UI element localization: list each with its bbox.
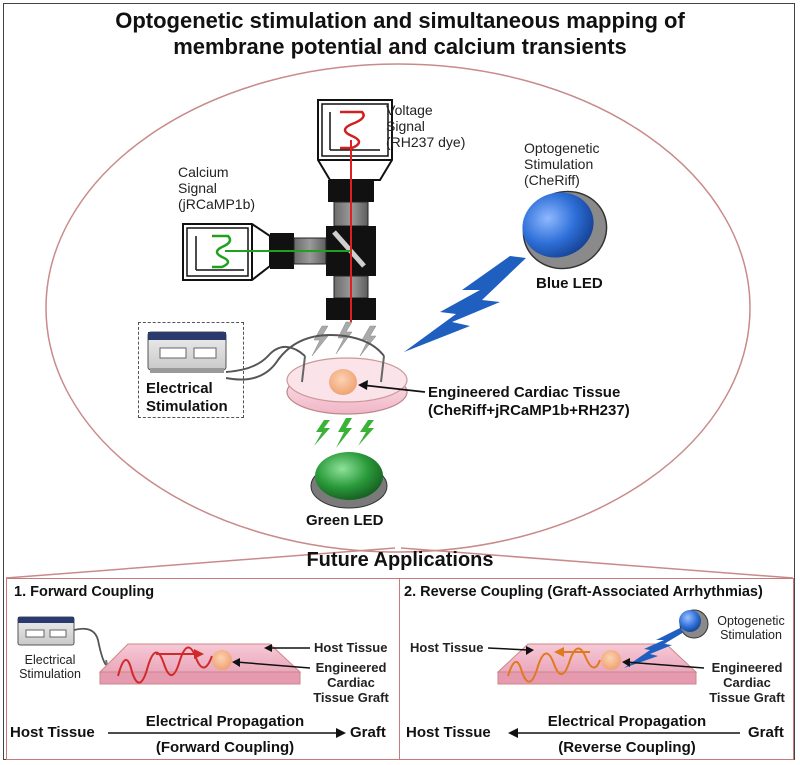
reverse-coupling-panel [399,578,794,760]
gray-bolts [311,321,377,357]
figure-title-line1: Optogenetic stimulation and simultaneous… [115,8,685,33]
reverse-optogenetic-label: Optogenetic Stimulation [717,614,785,642]
electrical-stimulation-label: Electrical Stimulation [146,380,228,415]
voltage-signal-label: Voltage Signal (RH237 dye) [386,102,466,150]
electrical-stimulator [147,331,227,373]
electrical-stimulation-box [138,322,244,418]
reverse-propagation-label: Electrical Propagation [547,713,707,730]
blue-led-label: Blue LED [536,275,603,292]
reverse-host-tissue-label: Host Tissue [410,640,484,655]
blue-lightning [404,256,526,352]
reverse-graft-label: Engineered Cardiac Tissue Graft [709,660,785,705]
forward-host-tissue-label: Host Tissue [314,640,388,655]
reverse-left-term: Host Tissue [406,724,491,741]
forward-graft-label: Engineered Cardiac Tissue Graft [313,660,389,705]
reverse-right-term: Graft [748,724,784,741]
future-applications-heading: Future Applications [306,549,494,571]
tissue-core [329,369,357,395]
forward-propagation-label: Electrical Propagation [145,713,305,730]
forward-coupling-label: (Forward Coupling) [155,739,295,756]
forward-electrical-stimulation-label: Electrical Stimulation [19,653,81,681]
voltage-camera [317,99,393,181]
optogenetic-stimulation-label: Optogenetic Stimulation (CheRiff) [524,140,600,188]
engineered-tissue-label: Engineered Cardiac Tissue (CheRiff+jRCaM… [428,384,630,419]
reverse-coupling-heading: 2. Reverse Coupling (Graft-Associated Ar… [404,584,763,600]
setup-ellipse [45,63,751,553]
forward-right-term: Graft [350,724,386,741]
blue-led [522,190,608,270]
reverse-coupling-label: (Reverse Coupling) [558,739,696,756]
forward-left-term: Host Tissue [10,724,95,741]
petri-dish [286,357,408,415]
green-led [310,452,388,509]
reverse-blue-led [679,609,709,639]
forward-stimulator [17,616,75,646]
green-lightning [314,418,374,448]
green-led-label: Green LED [306,512,384,529]
forward-coupling-heading: 1. Forward Coupling [14,584,155,600]
calcium-signal-label: Calcium Signal (jRCaMP1b) [178,164,256,212]
figure-title-line2: membrane potential and calcium transient… [173,34,627,59]
